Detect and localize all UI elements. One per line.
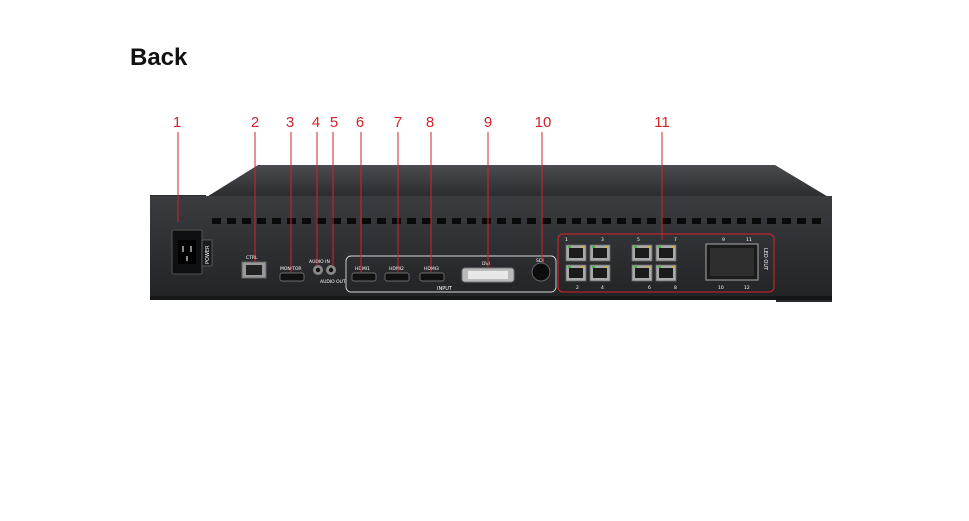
vent-slot	[497, 218, 506, 224]
vent-slot	[557, 218, 566, 224]
callout-number-5: 5	[330, 114, 338, 131]
vent-slot	[632, 218, 641, 224]
vent-slot	[572, 218, 581, 224]
port-num-2: 2	[576, 285, 579, 291]
port-num-10: 10	[718, 285, 724, 291]
vent-slot	[587, 218, 596, 224]
vent-slot	[527, 218, 536, 224]
port-num-4: 4	[601, 285, 604, 291]
rj45-port	[589, 244, 611, 262]
power-inlet: POWER	[171, 229, 213, 275]
port-num-8: 8	[674, 285, 677, 291]
vent-slot	[212, 218, 221, 224]
vent-slot	[482, 218, 491, 224]
vent-slot	[512, 218, 521, 224]
vent-slot	[317, 218, 326, 224]
port-num-9: 9	[722, 237, 725, 243]
vent-slot	[302, 218, 311, 224]
vent-slot	[647, 218, 656, 224]
vent-slot	[782, 218, 791, 224]
vent-slots	[212, 218, 821, 224]
vent-slot	[707, 218, 716, 224]
vent-slot	[407, 218, 416, 224]
port-num-5: 5	[637, 237, 640, 243]
vent-slot	[797, 218, 806, 224]
callout-number-3: 3	[286, 114, 294, 131]
vent-slot	[437, 218, 446, 224]
led-out-group: LED OUT 1 3 5 7 9 11 2 4 6 8 10 12	[557, 233, 775, 293]
rj45-port	[565, 244, 587, 262]
callout-number-7: 7	[394, 114, 402, 131]
port-num-11: 11	[746, 237, 752, 243]
callout-number-4: 4	[312, 114, 320, 131]
port-num-6: 6	[648, 285, 651, 291]
chassis-top	[205, 165, 830, 198]
vent-slot	[227, 218, 236, 224]
sdi-label: SDI	[536, 258, 544, 264]
vent-slot	[422, 218, 431, 224]
port-num-7: 7	[674, 237, 677, 243]
callout-number-11: 11	[654, 114, 670, 131]
vent-slot	[347, 218, 356, 224]
vent-slot	[242, 218, 251, 224]
ctrl-port: CTRL	[241, 255, 267, 279]
vent-slot	[617, 218, 626, 224]
vent-slot	[692, 218, 701, 224]
input-group-label: INPUT	[437, 286, 453, 292]
callout-number-2: 2	[251, 114, 259, 131]
port-num-1: 1	[565, 237, 568, 243]
callout-number-1: 1	[173, 114, 181, 131]
rj45-port	[631, 264, 653, 282]
callout-number-6: 6	[356, 114, 364, 131]
vent-slot	[722, 218, 731, 224]
vent-slot	[542, 218, 551, 224]
vent-slot	[467, 218, 476, 224]
hdmi3-label: HDMI3	[424, 266, 439, 272]
input-group: INPUT HDMI1 HDMI2 HDMI3 DVI SDI	[345, 255, 557, 293]
vent-slot	[677, 218, 686, 224]
vent-slot	[452, 218, 461, 224]
vent-slot	[392, 218, 401, 224]
callout-number-8: 8	[426, 114, 434, 131]
rj45-port	[655, 264, 677, 282]
vent-slot	[272, 218, 281, 224]
monitor-port: MONITOR	[279, 266, 305, 282]
led-out-label: LED OUT	[762, 248, 768, 271]
vent-slot	[752, 218, 761, 224]
rj45-port	[589, 264, 611, 282]
hdmi1-label: HDMI1	[355, 266, 370, 272]
vent-slot	[812, 218, 821, 224]
vent-slot	[377, 218, 386, 224]
vent-slot	[257, 218, 266, 224]
ctrl-label: CTRL	[246, 255, 258, 261]
callout-number-10: 10	[535, 114, 552, 131]
vent-slot	[602, 218, 611, 224]
rj45-port	[565, 264, 587, 282]
vent-slot	[767, 218, 776, 224]
callout-number-9: 9	[484, 114, 492, 131]
vent-slot	[362, 218, 371, 224]
port-num-12: 12	[744, 285, 750, 291]
vent-slot	[737, 218, 746, 224]
vent-slot	[332, 218, 341, 224]
audio-out-label: AUDIO OUT	[320, 279, 346, 285]
rj45-port	[631, 244, 653, 262]
audio-ports: AUDIO IN AUDIO OUT	[309, 259, 346, 285]
audio-in-label: AUDIO IN	[309, 259, 330, 265]
vent-slot	[662, 218, 671, 224]
hdmi2-label: HDMI2	[389, 266, 404, 272]
dvi-label: DVI	[482, 261, 490, 267]
page-title: Back	[130, 44, 188, 71]
power-label: POWER	[205, 245, 211, 264]
rj45-port	[655, 244, 677, 262]
port-num-3: 3	[601, 237, 604, 243]
